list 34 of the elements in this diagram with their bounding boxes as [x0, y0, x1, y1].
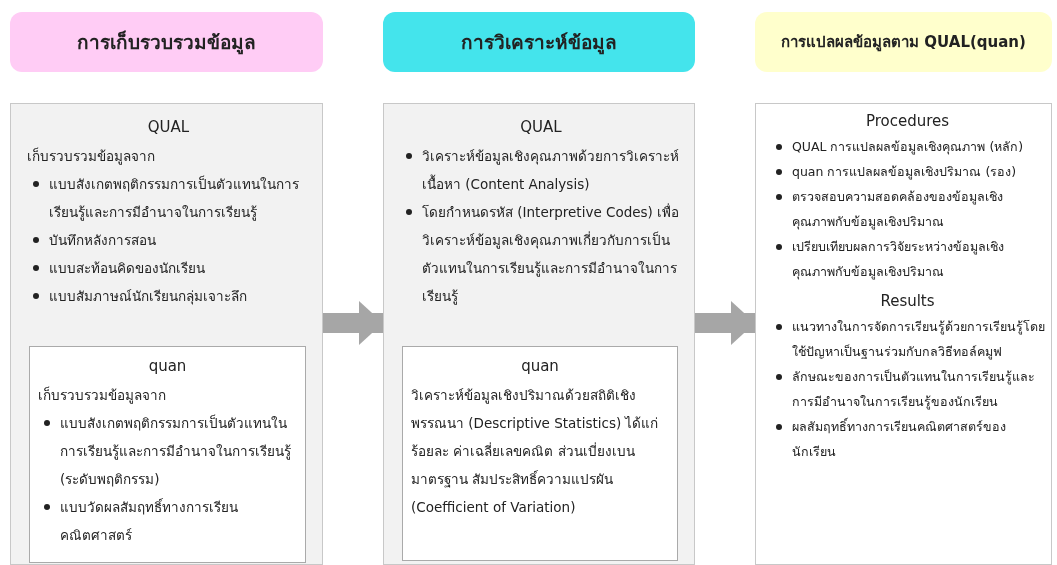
- arrow: [323, 301, 383, 345]
- section-heading: Results: [879, 291, 936, 312]
- list-item-text: ผลสัมฤทธิ์ทางการเรียนคณิตศาสตร์ของนักเรียน: [792, 419, 1006, 459]
- list-item-text: บันทึกหลังการสอน: [49, 232, 156, 248]
- section-heading: QUAL: [146, 117, 191, 138]
- list-item-text: แบบสังเกตพฤติกรรมการเป็นตัวแทนในการเรียนรู้และการมีอำนาจในการเรียนรู้: [49, 176, 299, 220]
- intro-text: เก็บรวบรวมข้อมูลจาก: [27, 146, 156, 167]
- section-heading: Procedures: [864, 111, 951, 132]
- arrow: [695, 301, 755, 345]
- list-item-text: แบบสังเกตพฤติกรรมการเป็นตัวแทนในการเรียนรู้และการมีอำนาจในการเรียนรู้ (ระดับพฤติกรรม): [60, 415, 291, 487]
- list-item-text: โดยกำหนดรหัส (Interpretive Codes) เพื่อวิเคราะห์ข้อมูลเชิงคุณภาพเกี่ยวกับการเป็นตัวแทนในการเรียนรู้และการมีอำนาจในการเรียนรู้: [422, 204, 680, 304]
- list-item-text: แบบสะท้อนคิดของนักเรียน: [49, 260, 205, 276]
- content-panel: [383, 103, 695, 565]
- list-item-text: ตรวจสอบความสอดคล้องของข้อมูลเชิงคุณภาพกับข้อมูลเชิงปริมาณ: [792, 189, 1003, 229]
- step-heading: การแปลผลข้อมูลตาม QUAL(quan): [755, 12, 1052, 72]
- section-heading: quan: [520, 356, 560, 377]
- content-panel: [755, 103, 1052, 565]
- list-item-text: แบบวัดผลสัมฤทธิ์ทางการเรียนคณิตศาสตร์: [60, 499, 238, 543]
- list-item-text: แนวทางในการจัดการเรียนรู้ด้วยการเรียนรู้โดยใช้ปัญหาเป็นฐานร่วมกับกลวิธีทอล์คมูฟ: [792, 319, 1045, 359]
- quan-box: [29, 346, 306, 563]
- list-item-text: ลักษณะของการเป็นตัวแทนในการเรียนรู้และการมีอำนาจในการเรียนรู้ของนักเรียน: [792, 369, 1035, 409]
- step-heading: การเก็บรวบรวมข้อมูล: [10, 12, 323, 72]
- step-heading: การวิเคราะห์ข้อมูล: [383, 12, 695, 72]
- list-item-text: quan การแปลผลข้อมูลเชิงปริมาณ (รอง): [792, 164, 1017, 179]
- list-item-text: เปรียบเทียบผลการวิจัยระหว่างข้อมูลเชิงคุณภาพกับข้อมูลเชิงปริมาณ: [792, 239, 1004, 279]
- list-item-text: QUAL การแปลผลข้อมูลเชิงคุณภาพ (หลัก): [792, 139, 1024, 154]
- list-item-text: แบบสัมภาษณ์นักเรียนกลุ่มเจาะลึก: [49, 288, 247, 304]
- list-item-text: วิเคราะห์ข้อมูลเชิงคุณภาพด้วยการวิเคราะห์เนื้อหา (Content Analysis): [422, 148, 679, 192]
- quan-box: [402, 346, 678, 561]
- intro-text: เก็บรวบรวมข้อมูลจาก: [38, 385, 167, 406]
- intro-text: วิเคราะห์ข้อมูลเชิงปริมาณด้วยสถิติเชิงพรรณนา (Descriptive Statistics) ได้แก่ ร้อยละ ค่าเฉลี่ยเลขคณิต ส่วนเบี่ยงเบนมาตรฐาน สัมประสิทธิ์ความแปรผัน (Coefficient of Variation): [411, 386, 660, 517]
- section-heading: QUAL: [519, 117, 563, 138]
- content-panel: [10, 103, 323, 565]
- section-heading: quan: [147, 356, 188, 377]
